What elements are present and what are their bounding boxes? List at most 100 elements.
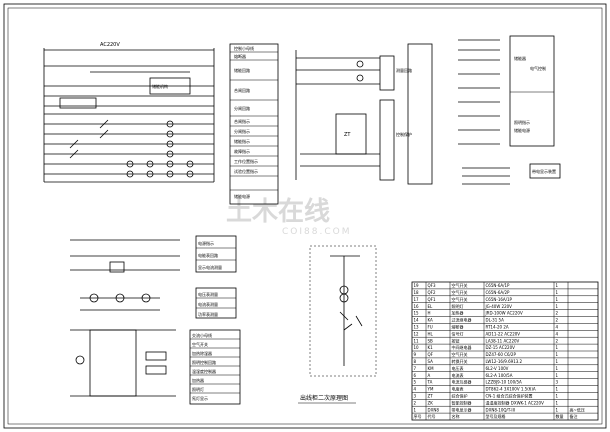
table-cell: YM <box>427 387 434 392</box>
ft2-row: 电能表回路 <box>198 252 218 258</box>
table-cell: FU <box>428 325 433 330</box>
ft3-row: 电压表测量 <box>198 291 218 297</box>
table-cell: 空气开关 <box>452 351 468 357</box>
table-header-cell: 代号 <box>428 413 436 419</box>
table-cell: 智能控制器 <box>452 399 472 405</box>
function-table-3: 电压表测量 电流表测量 功率表测量 <box>195 287 237 319</box>
table-cell: HL <box>428 331 434 336</box>
ft1-row: 熔断器 <box>234 53 246 59</box>
table-cell: C65N-16A/1P <box>486 297 513 302</box>
ft1-row: 分闸指示 <box>234 128 250 134</box>
table-cell: 5 <box>414 380 417 385</box>
table-cell: 1 <box>556 345 559 350</box>
ft1-row: 合闸回路 <box>234 87 250 93</box>
table-cell: 3 <box>556 380 559 385</box>
table-cell: 综合保护 <box>452 393 468 399</box>
table-cell: 18 <box>414 290 420 295</box>
table-cell: 1 <box>556 290 559 295</box>
ft4-row: 氖灯显示 <box>192 395 208 401</box>
ft1-row: 控制小母线 <box>234 45 254 51</box>
table-cell: 1 <box>556 352 559 357</box>
ft4-row: 加热器 <box>192 377 204 383</box>
table-cell: 空气开关 <box>452 289 468 295</box>
ft4-row: 空气开关 <box>192 341 208 347</box>
table-cell: SA <box>428 359 434 364</box>
block-label: 测量回路 <box>396 67 412 73</box>
table-cell: 1 <box>556 373 559 378</box>
table-cell: 9 <box>414 352 417 357</box>
table-cell: 4 <box>556 325 559 330</box>
table-cell: 1 <box>556 359 559 364</box>
table-header-cell: 数量 <box>556 413 564 419</box>
table-cell: 中间继电器 <box>452 344 472 350</box>
table-cell: 按钮 <box>452 337 460 343</box>
table-cell: 信号灯 <box>452 330 464 336</box>
table-cell: 1 <box>556 283 559 288</box>
table-cell: 6L2-A 100/5A <box>486 373 513 378</box>
ft1-row: 储能电源 <box>234 193 250 199</box>
block-label: 电气控制 <box>530 65 546 71</box>
drawing-title: 出线柜二次原理图 <box>300 394 348 402</box>
table-cell: SB <box>428 338 434 343</box>
table-cell: 带电显示器 <box>452 406 472 412</box>
ft1-row: 试验位置指示 <box>234 168 258 174</box>
ft4-row: 照明控制回路 <box>192 359 216 365</box>
table-cell: 8 <box>414 359 417 364</box>
table-cell: 1 <box>556 394 559 399</box>
ft3-row: 功率表测量 <box>198 311 218 317</box>
table-cell: 14 <box>414 318 420 323</box>
ft1-row: 储能指示 <box>234 138 250 144</box>
table-cell: K1 <box>428 345 434 350</box>
svg-text:ZT: ZT <box>344 132 351 138</box>
table-header-cell: 型号及规格 <box>486 413 506 419</box>
table-cell: H <box>428 311 431 316</box>
bus-label: AC220V <box>100 42 120 48</box>
ft4-row: 照明灯 <box>192 386 204 392</box>
table-cell: QF1 <box>428 297 436 302</box>
table-cell: 15 <box>414 311 420 316</box>
table-cell: 16 <box>414 304 420 309</box>
table-cell: 空气开关 <box>452 282 468 288</box>
ft1-row: 工作位置指示 <box>234 158 258 164</box>
table-cell: 高~低压 <box>570 406 585 412</box>
table-cell: 17 <box>414 297 420 302</box>
primary-diagram <box>309 245 377 377</box>
table-cell: TA <box>427 380 433 385</box>
table-cell: 空气开关 <box>452 296 468 302</box>
ft4-row: 加热除湿器 <box>192 350 212 356</box>
table-cell: 电压表 <box>452 365 464 371</box>
protection-circuit: ZT 测量回路 控制保护 <box>295 43 433 185</box>
ft1-row: 分闸回路 <box>234 105 250 111</box>
table-cell: 3 <box>414 394 417 399</box>
table-cell: CN-1 组合式综合保护装置 <box>486 393 533 399</box>
control-circuit: AC220V 储能机构 <box>43 42 215 183</box>
watermark-url: COI88.COM <box>282 227 351 237</box>
table-cell: DT862-4 3X100V 1.5(6)A <box>486 387 536 392</box>
table-cell: LZZBJ9-10 100/5A <box>486 380 523 385</box>
table-header-cell: 备注 <box>570 413 578 419</box>
table-cell: EL <box>428 304 434 309</box>
watermark: 土木在线 COI88.COM <box>226 197 351 237</box>
table-cell: 13 <box>414 325 420 330</box>
table-cell: 熔断器 <box>452 324 464 330</box>
table-cell: 19 <box>414 283 420 288</box>
table-cell: QF2 <box>428 290 436 295</box>
table-cell: LW12-16/9.6913.2 <box>486 359 523 364</box>
ft1-row: 合闸指示 <box>234 118 250 124</box>
ft1-row: 储能回路 <box>234 67 250 73</box>
table-cell: RT14-20 2A <box>486 325 509 330</box>
meter-circuit <box>70 239 180 397</box>
table-cell: ZK <box>428 400 434 405</box>
table-cell: KA <box>428 318 434 323</box>
ft2-row: 电源指示 <box>198 240 214 246</box>
table-cell: 6 <box>414 373 417 378</box>
table-cell: AD11-22 AC220V <box>486 331 521 336</box>
table-cell: 1 <box>414 407 417 412</box>
table-header-cell: 序号 <box>414 413 422 419</box>
table-cell: ZT <box>428 394 434 399</box>
table-cell: 转换开关 <box>452 358 468 364</box>
table-cell: JRD-100W AC220V <box>485 311 523 316</box>
ft1-row: 故障指示 <box>234 148 250 154</box>
